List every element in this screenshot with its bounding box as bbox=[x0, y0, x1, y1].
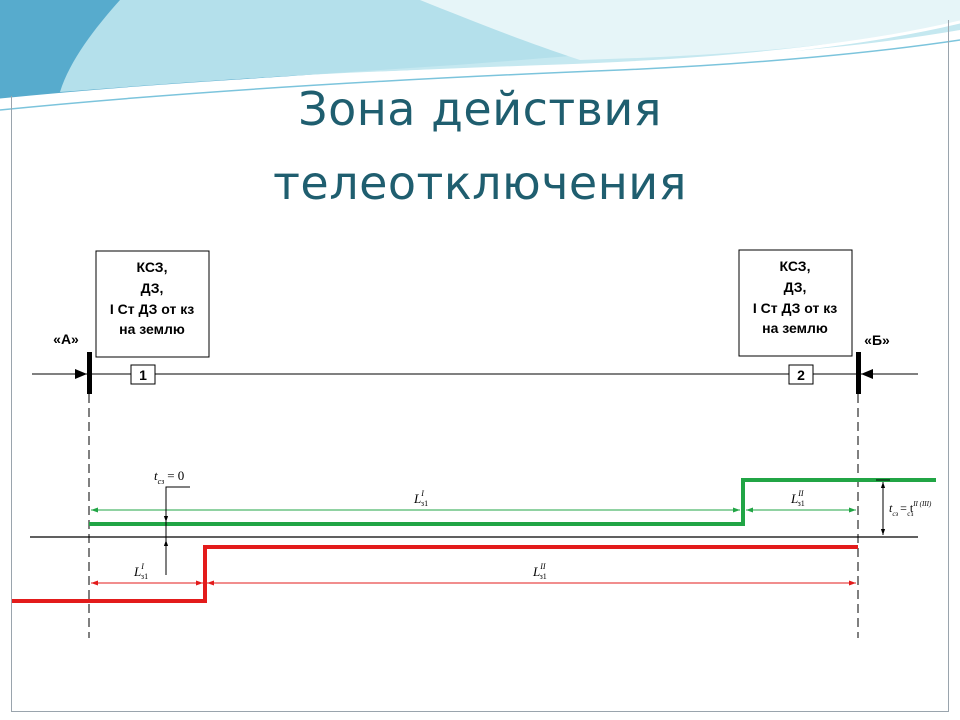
relay-2-number: 2 bbox=[797, 367, 805, 383]
relay-1-number: 1 bbox=[139, 367, 147, 383]
red-step-characteristic bbox=[12, 545, 858, 603]
right-box-line-1: КСЗ, bbox=[780, 258, 811, 274]
breaker-a bbox=[87, 352, 92, 394]
arrow-to-a bbox=[75, 369, 87, 379]
breaker-b bbox=[856, 352, 861, 394]
left-box-line-1: КСЗ, bbox=[137, 259, 168, 275]
right-box-line-2: ДЗ, bbox=[784, 279, 807, 295]
tsz-zero-leader bbox=[165, 486, 190, 575]
frame-right bbox=[948, 20, 949, 712]
time-step-label: tсз= tII (III)сз bbox=[889, 500, 932, 518]
left-box-line-3: I Ст ДЗ от кз bbox=[110, 301, 194, 317]
relay-box-right: КСЗ, ДЗ, I Ст ДЗ от кз на землю bbox=[738, 249, 853, 357]
title-line-1: Зона действия bbox=[298, 82, 662, 136]
frame-bottom bbox=[11, 711, 949, 712]
tsz-zero-label: tсз= 0 bbox=[154, 468, 184, 486]
substation-b-label: «Б» bbox=[864, 332, 890, 348]
left-box-line-4: на землю bbox=[119, 321, 185, 337]
arrow-to-b bbox=[861, 369, 873, 379]
left-box-line-2: ДЗ, bbox=[141, 280, 164, 296]
slide-title: Зона действия телеотключения bbox=[0, 72, 960, 220]
relay-2-box bbox=[788, 364, 814, 385]
right-box-line-4: на землю bbox=[762, 320, 828, 336]
relay-1-box bbox=[130, 364, 156, 385]
relay-box-left: КСЗ, ДЗ, I Ст ДЗ от кз на землю bbox=[95, 250, 210, 358]
substation-a-label: «А» bbox=[53, 331, 79, 347]
right-box-line-3: I Ст ДЗ от кз bbox=[753, 300, 837, 316]
frame-left bbox=[11, 96, 12, 712]
title-line-2: телеотключения bbox=[273, 156, 687, 210]
header-wave-decoration bbox=[0, 0, 960, 111]
green-step-characteristic bbox=[89, 478, 936, 526]
